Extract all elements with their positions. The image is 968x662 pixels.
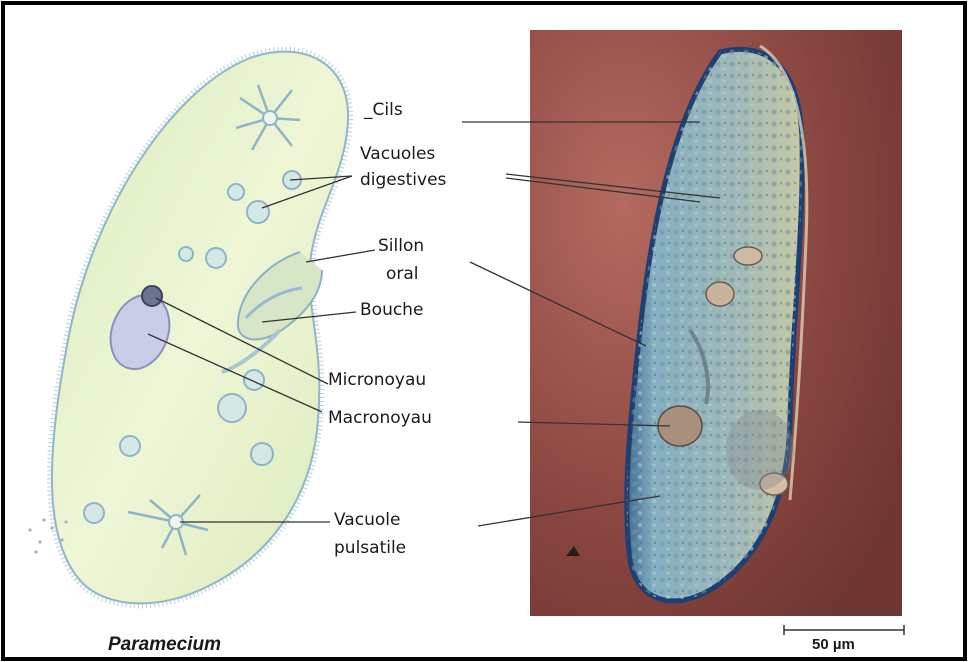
scale-bar-label: 50 µm <box>812 636 855 653</box>
label-vacuole-pulsatile-line2: pulsatile <box>334 538 406 558</box>
paramecium-micrograph <box>530 30 902 616</box>
label-vacuoles-digestives-line2: digestives <box>360 170 446 190</box>
label-cils: _Cils <box>364 100 403 120</box>
figure-caption: Paramecium <box>108 634 221 656</box>
label-micronoyau: Micronoyau <box>328 370 426 390</box>
label-sillon-oral-line2: oral <box>386 264 419 284</box>
label-vacuoles-digestives-line1: Vacuoles <box>360 144 435 164</box>
label-macronoyau: Macronoyau <box>328 408 432 428</box>
label-bouche: Bouche <box>360 300 423 320</box>
label-vacuole-pulsatile-line1: Vacuole <box>334 510 400 530</box>
label-sillon-oral-line1: Sillon <box>378 236 424 256</box>
